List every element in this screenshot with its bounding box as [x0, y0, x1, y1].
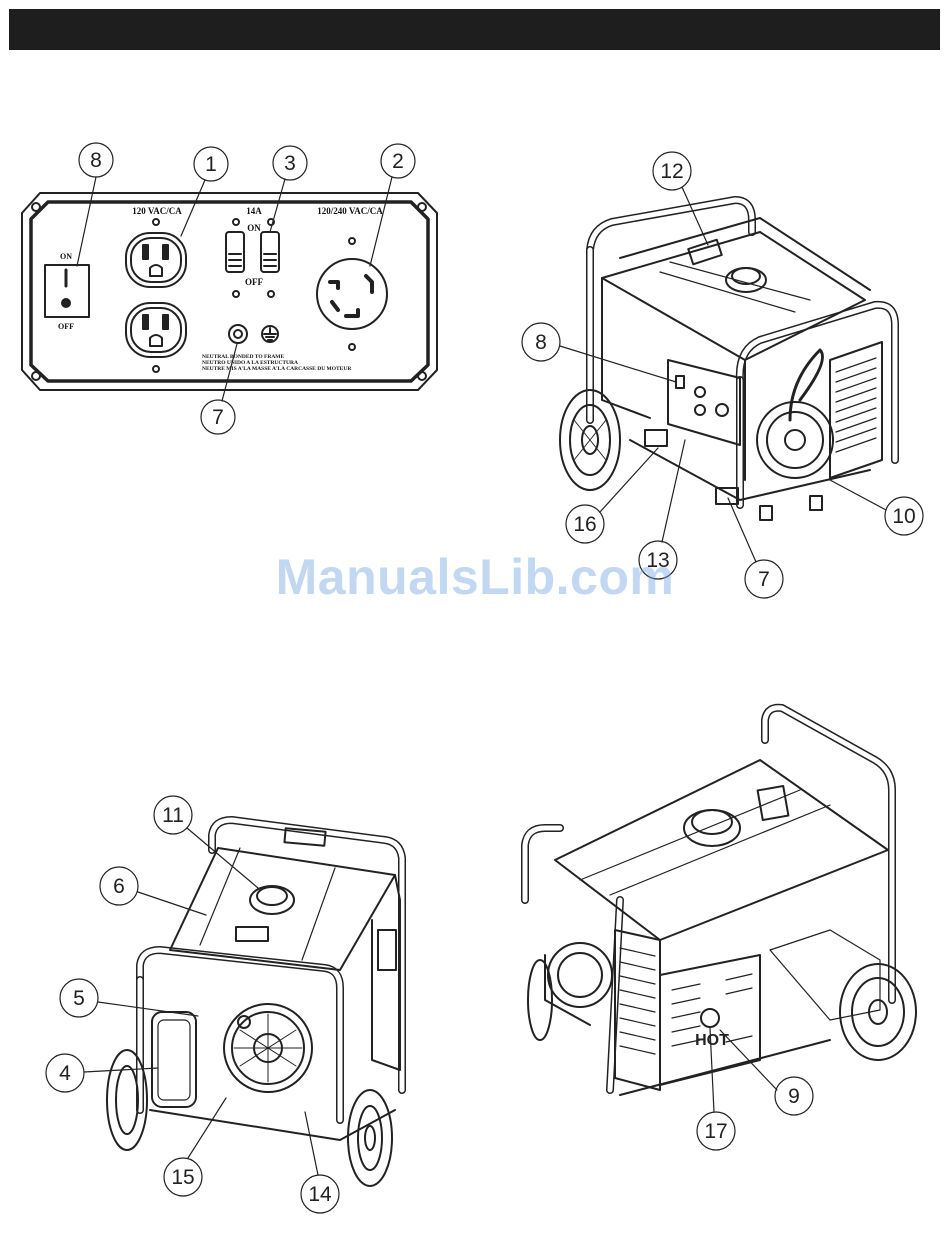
callout-7-panel: 7 [212, 406, 224, 429]
label-240vac: 120/240 VAC/CA [317, 206, 383, 216]
generator-rear-view: HOT [525, 708, 916, 1095]
callout-6: 6 [113, 875, 125, 898]
control-panel: 120 VAC/CA 14A ON OFF 120/240 VAC/CA ON … [22, 193, 437, 390]
callout-13: 13 [646, 549, 669, 572]
label-switch-on: ON [60, 252, 72, 261]
callout-8-panel: 8 [90, 149, 102, 172]
callout-14: 14 [308, 1183, 332, 1206]
callout-3: 3 [284, 152, 296, 175]
callout-5: 5 [73, 987, 85, 1010]
callout-8: 8 [535, 331, 547, 354]
callouts-engine-view [46, 796, 339, 1213]
callout-4: 4 [59, 1062, 71, 1085]
callout-10: 10 [892, 505, 915, 528]
callout-numbers: 8 1 3 2 7 12 8 16 13 7 10 11 6 5 4 15 14… [59, 149, 916, 1206]
callout-17: 17 [704, 1120, 727, 1143]
label-neutral-fr: NEUTRE MIS A'LA MASSE A'LA CARCASSE DU M… [202, 366, 352, 372]
outlet-120v-top [126, 233, 186, 287]
callout-9: 9 [788, 1085, 800, 1108]
outlet-240v [317, 238, 387, 350]
ground-lug [229, 325, 278, 343]
generator-front-view [560, 200, 895, 520]
label-breaker-off: OFF [245, 277, 263, 287]
callout-7: 7 [758, 568, 770, 591]
power-switch [45, 265, 89, 317]
outlet-120v-bottom [126, 303, 186, 357]
label-14a: 14A [246, 206, 262, 216]
label-breaker-on: ON [247, 223, 261, 233]
callout-1: 1 [205, 153, 217, 176]
label-120vac: 120 VAC/CA [132, 206, 182, 216]
generator-engine-view [107, 820, 402, 1186]
label-switch-off: OFF [58, 322, 74, 331]
callout-15: 15 [171, 1166, 194, 1189]
callout-12: 12 [660, 160, 683, 183]
callout-2: 2 [392, 150, 404, 173]
callout-16: 16 [573, 513, 596, 536]
callout-11: 11 [162, 804, 184, 827]
